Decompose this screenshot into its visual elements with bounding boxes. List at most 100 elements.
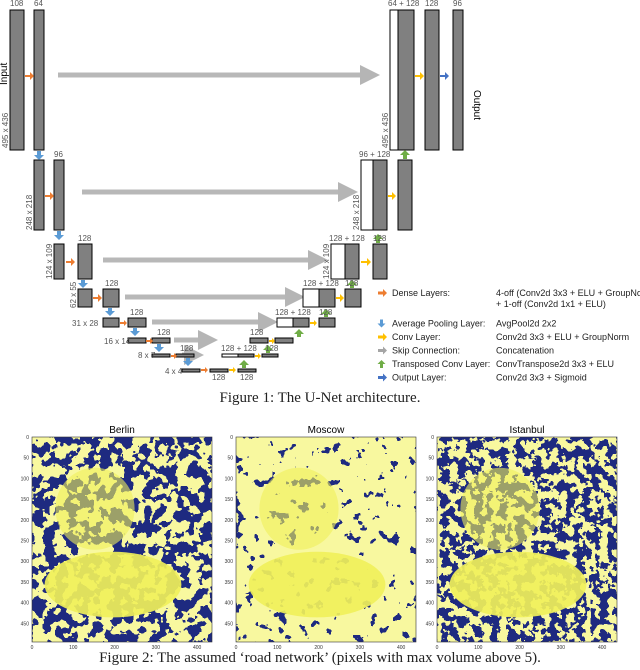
y-tick-label: 300 (426, 559, 435, 565)
enc-block-31b (127, 317, 147, 328)
road-pixels (236, 437, 416, 642)
map-background (437, 437, 617, 642)
y-tick-label: 350 (21, 580, 30, 586)
road-pixels (437, 437, 617, 642)
enc-block-16a (127, 337, 147, 344)
encoder (9, 9, 229, 373)
pool-arrow-3 (78, 280, 88, 288)
map-frame (31, 436, 213, 643)
channel-label: 128 + 128 (329, 234, 365, 243)
output-label: Output (471, 90, 482, 120)
pool-arrow-7 (183, 358, 193, 366)
legend-arrow-icon (378, 333, 387, 341)
dec-block-128-5 (318, 317, 336, 328)
size-label: 124 x 109 (45, 243, 54, 279)
channel-label: 128 (78, 234, 92, 243)
bottleneck-block-b (209, 368, 229, 373)
city-core (44, 551, 182, 618)
y-tick-label: 200 (21, 518, 30, 524)
y-tick-label: 100 (21, 476, 30, 482)
y-tick-label: 300 (225, 559, 234, 565)
dec-block-96 (397, 159, 413, 231)
size-label: 8 x 7 (138, 351, 156, 360)
y-tick-label: 350 (225, 580, 234, 586)
y-tick-label: 350 (426, 580, 435, 586)
size-label: 495 x 436 (1, 112, 10, 148)
dec-block-6a (249, 337, 269, 344)
y-tick-label: 150 (21, 497, 30, 503)
tconv-arrow-4 (321, 309, 331, 317)
map-background (236, 437, 416, 642)
y-tick-label: 0 (26, 435, 29, 441)
channel-label: 96 (453, 0, 462, 8)
enc-block-8a (151, 353, 171, 358)
tconv-arrow-1 (400, 150, 410, 159)
city-core (460, 467, 540, 550)
legend-item: Dense Layers:4-off (Conv2d 3x3 + ELU + G… (378, 288, 640, 309)
channel-label: 108 (10, 0, 24, 8)
conv-arrow-4 (336, 294, 344, 302)
dec-block-concat1-gray (397, 9, 415, 151)
conv-arrow-8 (229, 367, 236, 373)
legend-item: Output Layer:Conv2d 3x3 + Sigmoid (378, 373, 587, 383)
dec-block-concat3-white (330, 243, 346, 280)
dec-block-6b (274, 337, 294, 344)
y-tick-label: 100 (426, 476, 435, 482)
map-frame (235, 436, 417, 643)
dec-block-128-top (424, 9, 440, 151)
conv-arrow-5 (310, 320, 317, 326)
map-background (32, 437, 212, 642)
channel-label: 128 (345, 279, 359, 288)
output-arrow (440, 72, 449, 80)
size-label: 62 x 55 (69, 281, 78, 308)
channel-label: 128 (250, 328, 264, 337)
legend-arrow-icon (378, 289, 387, 297)
dense-arrow-6 (146, 338, 153, 344)
legend-desc: 4-off (Conv2d 3x3 + ELU + GroupNorm) (496, 288, 640, 298)
channel-label: 128 + 128 (221, 344, 257, 353)
tconv-arrow-6 (263, 345, 273, 353)
legend-name: Conv Layer: (392, 332, 441, 342)
legend-item: Conv Layer:Conv2d 3x3 + ELU + GroupNorm (378, 332, 629, 342)
dec-block-128-4 (344, 288, 362, 308)
conv-arrow-2 (388, 192, 396, 200)
y-tick-label: 400 (21, 601, 30, 607)
channel-label: 128 (212, 373, 226, 382)
dense-arrow-1 (25, 72, 34, 80)
y-tick-label: 250 (21, 539, 30, 545)
size-label: 4 x 4 (165, 367, 183, 376)
channel-label: 128 (180, 344, 194, 353)
channel-label: 64 (34, 0, 43, 8)
figure1-caption: Figure 1: The U-Net architecture. (219, 390, 421, 406)
y-tick-label: 400 (225, 601, 234, 607)
channel-label: 96 + 128 (359, 150, 391, 159)
y-tick-label: 250 (426, 539, 435, 545)
size-label: 31 x 28 (72, 319, 99, 328)
unet-diagram: 108 64 64 + 128 128 96 96 96 + 128 128 1… (0, 0, 640, 383)
pool-arrow-4 (105, 308, 115, 316)
dec-block-128-6 (261, 353, 279, 358)
conv-arrow-3 (361, 258, 371, 266)
output-block (452, 9, 464, 151)
legend-desc: AvgPool2d 2x2 (496, 319, 556, 329)
layer-arrows (25, 72, 449, 373)
legend-desc: Conv2d 3x3 + Sigmoid (496, 373, 587, 383)
legend-name: Average Pooling Layer: (392, 319, 485, 329)
city-core (248, 551, 386, 618)
y-tick-label: 50 (428, 456, 434, 462)
channel-label: 128 (105, 279, 119, 288)
panel-title: Moscow (308, 425, 345, 436)
channel-label: 128 + 128 (275, 308, 311, 317)
dec-block-concat4-gray (318, 288, 336, 308)
enc-block-96b (53, 159, 65, 231)
dense-arrow-4 (93, 294, 102, 302)
dec-block-concat2-white (360, 159, 374, 231)
channel-label: 128 (373, 234, 387, 243)
road-pixels (32, 437, 212, 642)
legend-arrow-icon (378, 373, 387, 382)
enc-block-62a (77, 288, 93, 308)
enc-block-128a (53, 243, 65, 280)
panel-title: Berlin (109, 425, 135, 436)
city-core (449, 551, 587, 618)
